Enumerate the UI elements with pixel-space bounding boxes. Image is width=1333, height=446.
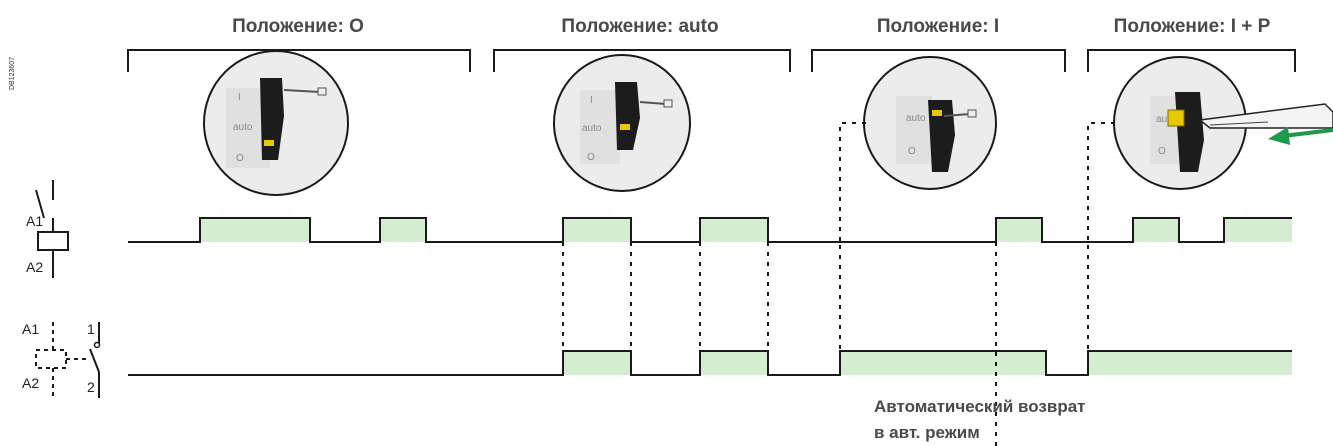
switch-label-auto: auto xyxy=(233,122,253,133)
switch-label-i: I xyxy=(238,92,241,103)
note-line-2: в авт. режим xyxy=(874,423,980,442)
header-position-o: Положение: O xyxy=(232,16,364,37)
bracket-position-i xyxy=(811,49,1066,72)
switch-label-o: O xyxy=(1158,146,1166,157)
header-position-i-p: Положение: I + P xyxy=(1114,16,1271,37)
switch-photo-o: I auto O xyxy=(203,50,349,196)
coil-symbol: A1 A2 xyxy=(26,180,69,278)
switch-label-o: O xyxy=(908,146,916,157)
coil-label-a2: A2 xyxy=(26,259,43,275)
contact-symbol: A1 A2 1 2 xyxy=(22,321,101,398)
coil-timing-signal xyxy=(128,217,1292,243)
switch-label-auto: auto xyxy=(906,113,926,124)
switch-photo-i-p: auto O xyxy=(1113,56,1333,190)
switch-label-i: I xyxy=(590,95,593,106)
bracket-position-auto xyxy=(493,49,791,72)
contact-label-1: 1 xyxy=(87,321,95,337)
contact-label-a2: A2 xyxy=(22,375,39,391)
document-id: DB123607 xyxy=(9,57,16,90)
bracket-position-i-p xyxy=(1087,49,1296,72)
header-position-auto: Положение: auto xyxy=(561,16,718,37)
switch-photo-i: auto O xyxy=(863,56,997,190)
push-arrow-icon xyxy=(1268,127,1333,145)
switch-label-o: O xyxy=(236,153,244,164)
note-line-1: Автоматический возврат xyxy=(874,397,1086,416)
contact-timing-signal xyxy=(128,350,1292,376)
correlation-lines xyxy=(562,242,1089,446)
bracket-group xyxy=(127,49,1296,72)
switch-label-auto: auto xyxy=(1156,114,1176,125)
coil-label-a1: A1 xyxy=(26,213,43,229)
header-position-i: Положение: I xyxy=(877,16,999,37)
contact-label-2: 2 xyxy=(87,379,95,395)
switch-photo-auto: I auto O xyxy=(553,54,691,192)
switch-label-auto: auto xyxy=(582,123,602,134)
bracket-position-o xyxy=(127,49,471,72)
switch-label-o: O xyxy=(587,152,595,163)
contact-label-a1: A1 xyxy=(22,321,39,337)
